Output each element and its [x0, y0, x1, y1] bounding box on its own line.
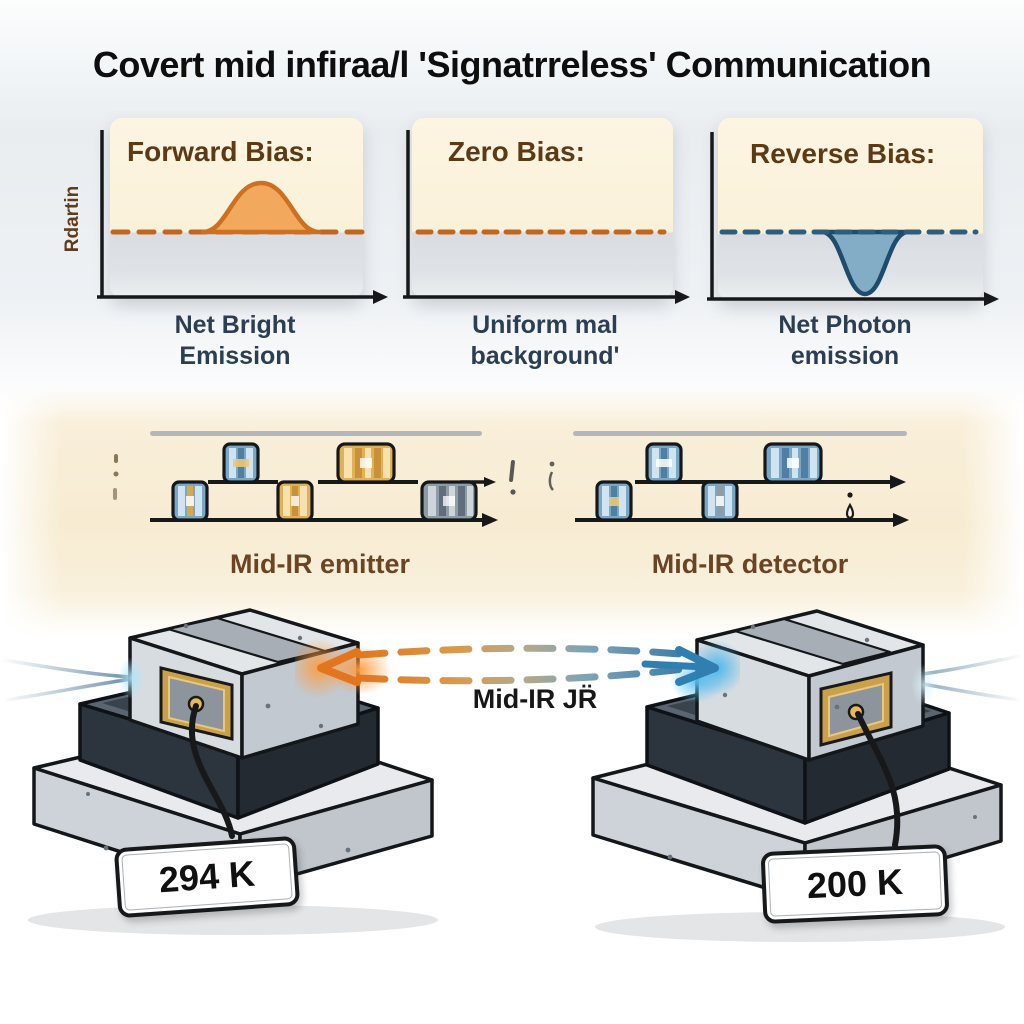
mid-ir-beam [295, 638, 740, 698]
exit-glint [911, 664, 937, 706]
beam-arrowhead [675, 646, 719, 686]
temperature-plate-detector: 200 K [760, 843, 950, 925]
reverse-bias-heading: Reverse Bias: [750, 138, 936, 169]
noise-mark [509, 460, 516, 495]
device-shadow [595, 912, 1005, 942]
temperature-value: 200 K [806, 860, 904, 907]
component-icon [701, 480, 739, 522]
detector-label: Mid-IR detector [651, 549, 849, 579]
panel-y-axis-label: Rdartin [62, 185, 83, 253]
emitter-label: Mid-IR emitter [229, 549, 410, 579]
beam-dashes-upper [355, 644, 695, 659]
beam-dashes-lower [355, 664, 697, 685]
component-icon [763, 442, 823, 484]
figure-title: Covert mid infiraa/l 'Signatrreless' Com… [92, 44, 932, 85]
beam-source-chevron [317, 648, 361, 686]
port-cable [855, 711, 901, 848]
x-axis-arrowhead [373, 290, 388, 304]
zero-bias-plot [403, 130, 690, 304]
beam-label: Mid-IR JR̈ [472, 684, 598, 714]
detector-pulse-train [575, 442, 909, 527]
noise-mark [113, 454, 119, 500]
entry-glint [118, 657, 144, 699]
x-axis-arrowhead [984, 292, 999, 306]
droplet-dot [847, 492, 853, 498]
pulse-step-arrowhead [484, 477, 496, 487]
component-icon [276, 480, 314, 522]
zero-bias-caption: Uniform mal background' [395, 310, 695, 373]
emitter-device-illustration [28, 608, 438, 935]
component-icon [645, 442, 683, 484]
reverse-bias-plot [707, 132, 999, 306]
droplet-mark [845, 502, 855, 520]
temperature-value: 294 K [157, 852, 257, 901]
caption-line: background' [470, 342, 620, 371]
caption-line: Emission [179, 342, 291, 371]
pulse-baseline-arrowhead [893, 513, 909, 527]
detector-port [819, 671, 893, 747]
pulse-baseline-arrowhead [482, 513, 498, 527]
component-icon [595, 480, 633, 522]
caption-line: Net Bright [174, 311, 296, 339]
caption-line: Net Photon [778, 311, 912, 339]
forward-bias-heading: Forward Bias: [127, 136, 314, 167]
emitter-pulse-train [150, 442, 498, 527]
component-icon [420, 480, 478, 522]
beam-arrow-shaft [641, 660, 709, 671]
divider-bar-right [573, 431, 907, 436]
reverse-bias-curve [819, 229, 911, 297]
component-icon [222, 442, 260, 484]
zero-bias-card [412, 118, 673, 298]
component-icon [171, 480, 209, 522]
port-cable [188, 703, 235, 839]
divider-bar-left [150, 431, 482, 436]
pulse-high-arrowhead [890, 475, 906, 489]
noise-mark [548, 461, 555, 491]
temperature-plate-emitter: 294 K [113, 835, 301, 919]
caption-line: emission [790, 342, 900, 371]
zero-bias-heading: Zero Bias: [448, 136, 585, 167]
caption-line: Uniform mal [472, 311, 618, 339]
forward-bias-plot [97, 130, 388, 304]
forward-bias-panel: Forward Bias: [95, 114, 391, 310]
reverse-bias-panel: Reverse Bias: [704, 114, 1004, 310]
forward-bias-caption: Net Bright Emission [85, 310, 385, 373]
component-icon [336, 442, 396, 484]
forward-bias-curve [200, 180, 322, 235]
zero-bias-panel: Zero Bias: [400, 114, 692, 310]
screw-dots [86, 623, 351, 853]
x-axis-arrowhead [675, 290, 690, 304]
reverse-bias-caption: Net Photon emission [695, 310, 995, 373]
